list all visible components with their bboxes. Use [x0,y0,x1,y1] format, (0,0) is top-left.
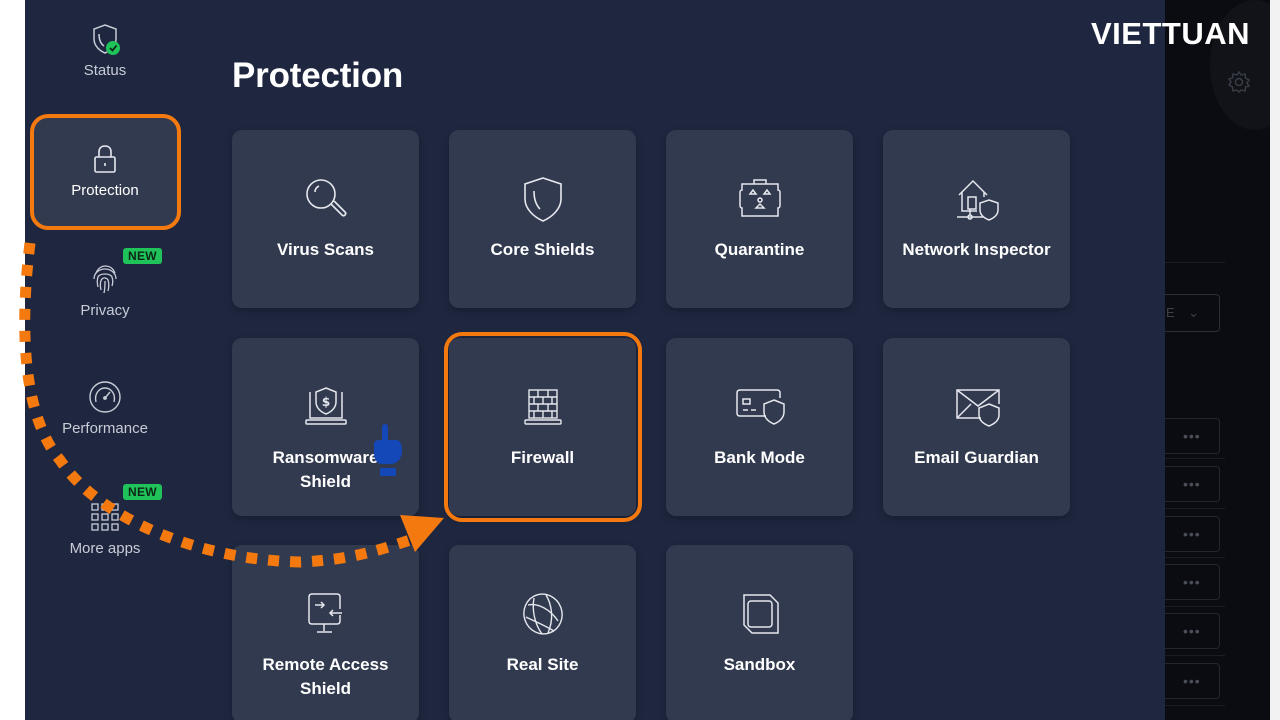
list-row[interactable] [1165,564,1220,600]
fingerprint-icon [88,262,122,296]
tile-firewall[interactable]: Firewall [449,338,636,516]
tile-quarantine[interactable]: Quarantine [666,130,853,308]
divider [1165,655,1225,656]
divider [1165,508,1225,509]
lock-icon [88,142,122,176]
divider [1165,262,1225,263]
tile-label: Bank Mode [714,448,805,467]
more-options-button[interactable]: ••• [1183,428,1201,444]
globe-icon [520,591,566,637]
more-options-button[interactable]: ••• [1183,623,1201,639]
tile-core-shields[interactable]: Core Shields [449,130,636,308]
sidebar-item-label: Performance [62,420,148,437]
speedometer-icon [88,380,122,414]
shield-check-icon [88,22,122,56]
sidebar-item-performance[interactable]: Performance [33,380,177,450]
tile-real-site[interactable]: Real Site [449,545,636,720]
background-panel: E ⌄ ••• ••• ••• ••• ••• ••• [1165,0,1270,720]
sidebar-item-label: Status [83,62,127,79]
screen-left-edge [0,0,25,720]
divider [1165,705,1225,706]
house-shield-icon [953,176,1001,222]
shield-icon [521,176,565,222]
divider [1165,458,1225,459]
sidebar-item-label: Privacy [80,302,130,319]
tile-label: Core Shields [490,240,595,259]
more-options-button[interactable]: ••• [1183,673,1201,689]
list-row[interactable] [1165,466,1220,502]
settings-gear-icon [1227,70,1251,93]
chevron-down-icon: ⌄ [1188,305,1200,320]
sidebar-item-privacy[interactable]: Privacy NEW [33,248,177,332]
sidebar-item-more-apps[interactable]: More apps NEW [33,484,177,570]
brick-wall-icon [519,384,567,430]
sidebar-item-protection[interactable]: Protection [33,118,177,228]
list-row[interactable] [1165,418,1220,454]
sidebar-item-status[interactable]: Status [33,22,177,92]
tile-sandbox[interactable]: Sandbox [666,545,853,720]
divider [1165,606,1225,607]
brand-logo: VIETTUAN [1091,16,1250,51]
envelope-shield-icon [951,384,1003,430]
tile-bank-mode[interactable]: Bank Mode [666,338,853,516]
new-badge: NEW [123,484,162,500]
magnifier-icon [302,176,350,222]
more-options-button[interactable]: ••• [1183,574,1201,590]
laptop-dollar-shield-icon: $ [302,384,350,430]
tile-label: Email Guardian [914,448,1039,467]
sandbox-box-icon [738,591,782,637]
monitor-arrows-icon [304,591,348,637]
sidebar-item-label: More apps [69,540,141,557]
tile-network-inspector[interactable]: Network Inspector [883,130,1070,308]
tile-label: Network Inspector [902,240,1051,259]
more-options-button[interactable]: ••• [1183,476,1201,492]
svg-text:$: $ [321,395,329,409]
hand-pointer-icon [370,422,402,485]
tile-ransomware-shield[interactable]: $ Ransomware Shield [232,338,419,516]
more-options-button[interactable]: ••• [1183,526,1201,542]
new-badge: NEW [123,248,162,264]
sidebar-item-label: Protection [71,182,139,199]
tile-email-guardian[interactable]: Email Guardian [883,338,1070,516]
list-row[interactable] [1165,613,1220,649]
tile-label: Virus Scans [276,240,375,259]
tile-remote-access-shield[interactable]: Remote Access Shield [232,545,419,720]
filter-select[interactable]: E ⌄ [1165,294,1220,332]
tile-label: Real Site [506,655,579,674]
tile-label: Sandbox [723,655,796,674]
quarantine-case-icon [736,176,784,222]
tile-label: Ransomware Shield [272,448,379,491]
tile-label: Remote Access Shield [262,655,389,698]
card-shield-icon [732,384,788,430]
screen-right-edge [1270,0,1280,720]
list-row[interactable] [1165,516,1220,552]
tile-label: Firewall [510,448,575,467]
divider [1165,557,1225,558]
tile-virus-scans[interactable]: Virus Scans [232,130,419,308]
list-row[interactable] [1165,663,1220,699]
page-title: Protection [232,56,404,95]
tile-label: Quarantine [714,240,805,259]
